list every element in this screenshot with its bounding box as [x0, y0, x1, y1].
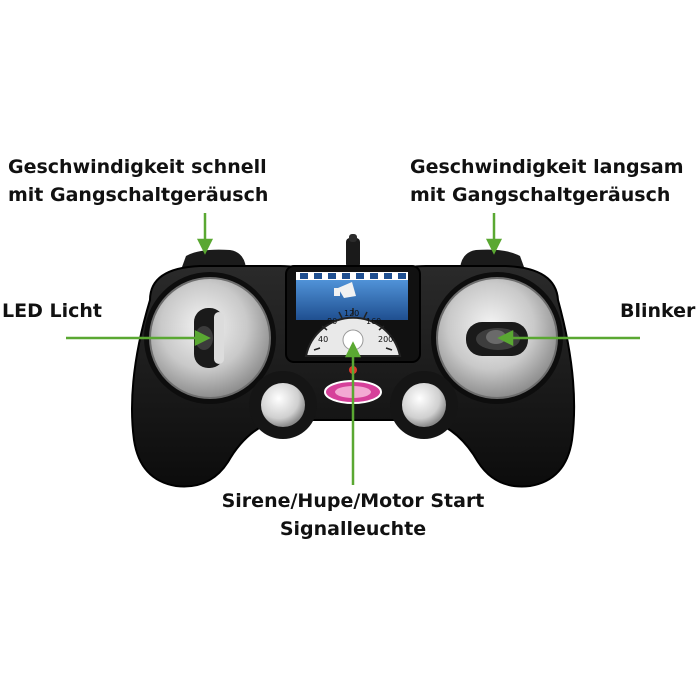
label-led: LED Licht — [2, 297, 102, 325]
label-led-text: LED Licht — [2, 300, 102, 322]
label-speed-fast: Geschwindigkeit schnell mit Gangschaltge… — [8, 153, 268, 209]
left-round-button — [249, 371, 317, 439]
center-panel: 40 80 120 160 200 — [285, 265, 421, 363]
label-speed-fast-line-2: mit Gangschaltgeräusch — [8, 184, 269, 206]
gauge-tick-160: 160 — [366, 317, 381, 326]
right-round-button — [390, 371, 458, 439]
label-speed-fast-line-1: Geschwindigkeit schnell — [8, 156, 267, 178]
label-speed-slow-line-1: Geschwindigkeit langsam — [410, 156, 684, 178]
pointer-bottom-head — [344, 341, 362, 358]
pointer-lines — [66, 213, 640, 485]
label-bottom-line-1: Sirene/Hupe/Motor Start — [221, 490, 485, 512]
gauge-tick-120: 120 — [344, 309, 359, 318]
label-bottom: Sirene/Hupe/Motor Start Signalleuchte — [212, 487, 494, 543]
gauge-tick-40: 40 — [318, 335, 328, 344]
pointer-led-head — [194, 329, 211, 347]
pointer-speed-slow-head — [485, 238, 503, 255]
label-blinker-text: Blinker — [620, 300, 696, 322]
stripe-band — [296, 272, 408, 280]
pointer-speed-fast-head — [196, 238, 214, 255]
label-speed-slow: Geschwindigkeit langsam mit Gangschaltge… — [410, 153, 684, 209]
horn-icon — [334, 282, 356, 298]
gauge-tick-200: 200 — [378, 335, 393, 344]
label-speed-slow-line-2: mit Gangschaltgeräusch — [410, 184, 671, 206]
gauge-tick-80: 80 — [327, 317, 337, 326]
pointer-blinker-head — [497, 329, 514, 347]
antenna — [346, 234, 360, 268]
speedometer-ticks — [313, 308, 393, 351]
label-bottom-line-2: Signalleuchte — [279, 518, 427, 540]
label-blinker: Blinker — [620, 297, 695, 325]
